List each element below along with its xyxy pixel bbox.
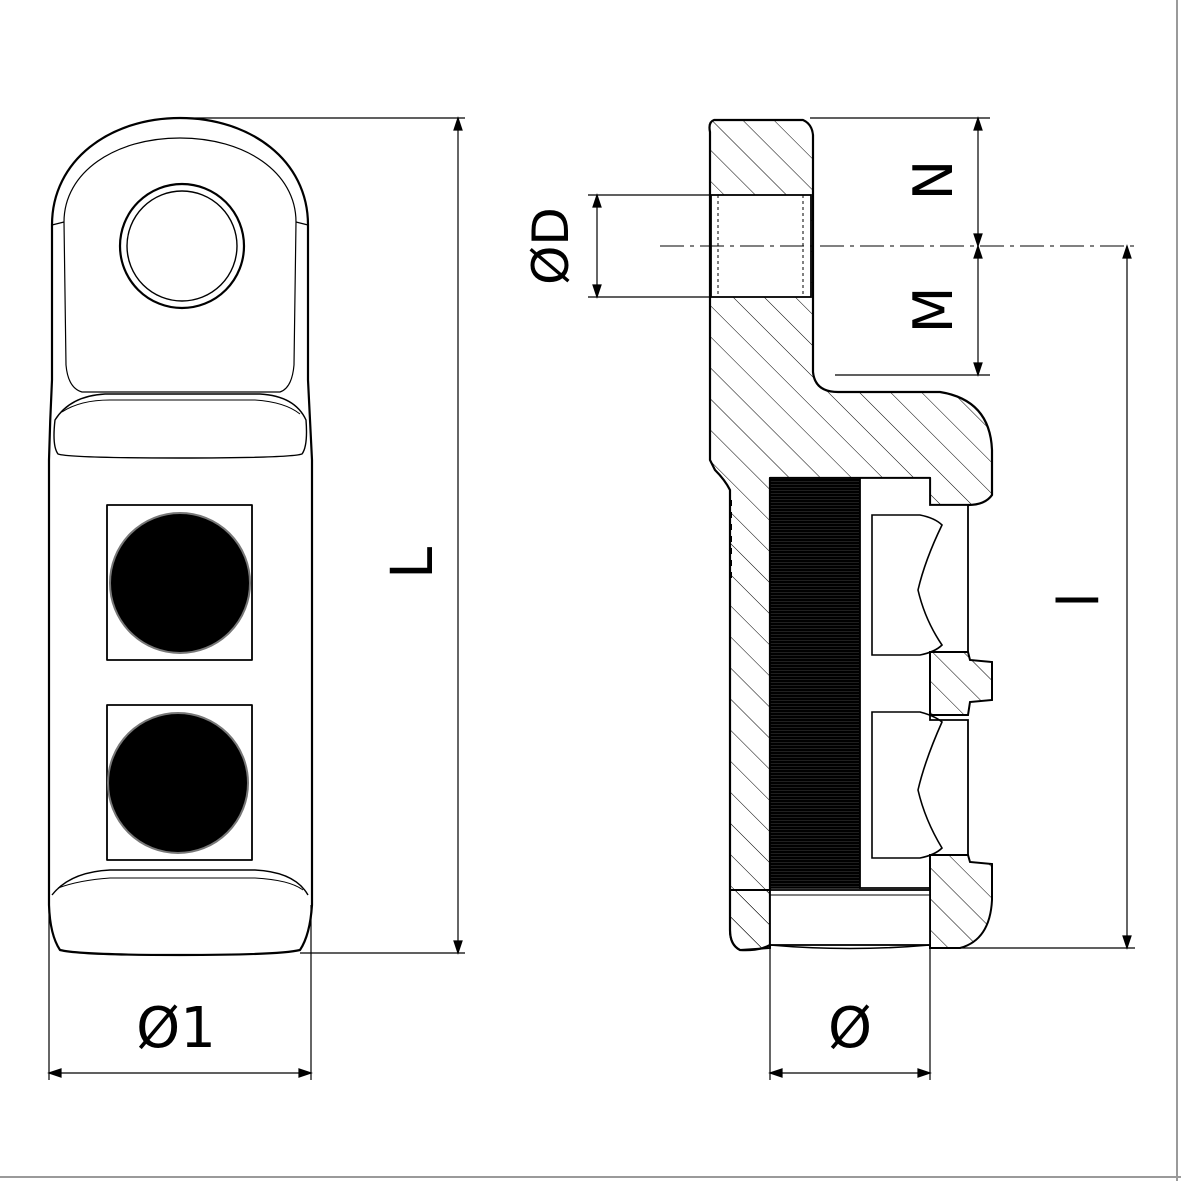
- dimension-O: [768, 948, 932, 1080]
- lower-shoulder: [51, 869, 309, 896]
- eye-hole-outer: [118, 182, 246, 310]
- bottom-plug: [769, 889, 931, 946]
- eye-hole-inner: [126, 190, 238, 302]
- label-L: L: [378, 547, 446, 579]
- section-view: [660, 118, 1135, 952]
- dimension-N-M: [810, 116, 990, 377]
- upper-shoulder: [53, 393, 308, 459]
- label-OD: ØD: [522, 207, 580, 285]
- label-l: l: [1047, 592, 1112, 608]
- bolt-tip-upper: [871, 514, 944, 656]
- label-O: Ø: [828, 996, 872, 1061]
- dimension-O1: [47, 905, 313, 1080]
- eye-inner-contour: [63, 137, 297, 393]
- label-M: M: [902, 287, 965, 334]
- shear-bolt-head-lower: [107, 712, 249, 854]
- dimension-L: [180, 116, 465, 955]
- bolt-tip-lower: [871, 711, 944, 859]
- dimension-OD: [588, 193, 711, 299]
- screw-pocket-lower: [106, 704, 253, 861]
- label-N: N: [902, 160, 965, 200]
- screw-pocket-upper: [106, 504, 253, 661]
- label-O1: Ø1: [136, 996, 216, 1061]
- shear-bolt-head-upper: [109, 512, 251, 654]
- dimension-l: [940, 244, 1135, 950]
- threaded-bore: [769, 477, 861, 889]
